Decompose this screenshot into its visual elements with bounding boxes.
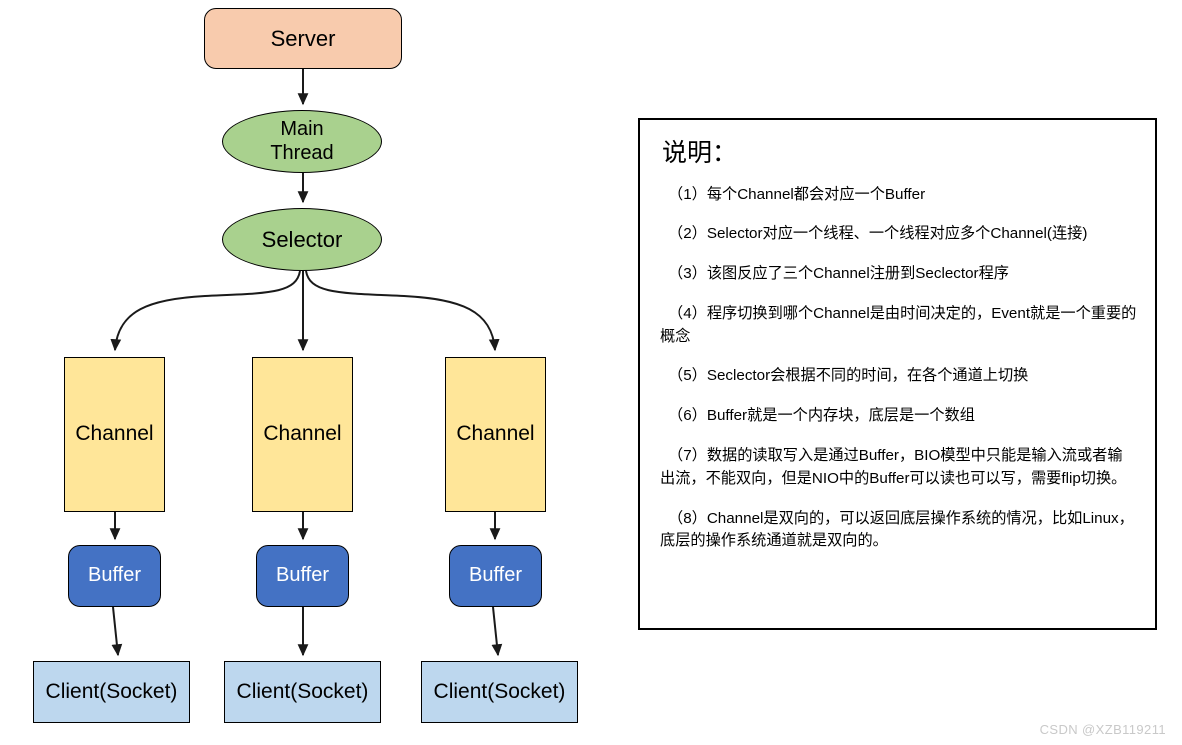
node-main-thread-label-line2: Thread bbox=[270, 141, 334, 164]
node-buffer-2-label: Buffer bbox=[276, 564, 329, 587]
notes-title: 说明： bbox=[662, 139, 738, 167]
csdn-watermark: CSDN @XZB119211 bbox=[1039, 722, 1166, 737]
node-channel-3-label: Channel bbox=[456, 422, 535, 446]
node-server-label: Server bbox=[270, 25, 336, 51]
node-buffer-3-label: Buffer bbox=[469, 564, 522, 587]
node-buffer-3[interactable]: Buffer bbox=[449, 545, 542, 607]
diagram-edges bbox=[109, 69, 503, 657]
node-selector[interactable]: Selector bbox=[222, 208, 382, 271]
node-channel-2-label: Channel bbox=[263, 422, 342, 446]
edge-selector-to-channel-1 bbox=[110, 270, 301, 352]
node-main-thread[interactable]: Main Thread bbox=[222, 110, 382, 173]
node-channel-3[interactable]: Channel bbox=[445, 357, 546, 512]
node-channel-2[interactable]: Channel bbox=[252, 357, 353, 512]
node-buffer-2[interactable]: Buffer bbox=[256, 545, 349, 607]
note-item-4: （4）程序切换到哪个Channel是由时间决定的，Event就是一个重要的概念 bbox=[660, 304, 1137, 345]
node-buffer-1-label: Buffer bbox=[88, 564, 141, 587]
nio-architecture-diagram: Server Main Thread Selector Channel Chan… bbox=[33, 8, 578, 723]
node-server[interactable]: Server bbox=[204, 8, 402, 69]
node-client-1-label: Client(Socket) bbox=[45, 679, 178, 703]
notes-panel: 说明： （1）每个Channel都会对应一个Buffer （2）Selector… bbox=[638, 118, 1157, 630]
node-client-2-label: Client(Socket) bbox=[236, 679, 369, 703]
node-client-2[interactable]: Client(Socket) bbox=[224, 661, 381, 723]
node-client-3-label: Client(Socket) bbox=[433, 679, 566, 703]
node-buffer-1[interactable]: Buffer bbox=[68, 545, 161, 607]
note-item-3: （3）该图反应了三个Channel注册到Seclector程序 bbox=[668, 265, 1009, 283]
node-channel-1[interactable]: Channel bbox=[64, 357, 165, 512]
note-item-7: （7）数据的读取写入是通过Buffer，BIO模型中只能是输入流或者输出流，不能… bbox=[660, 447, 1127, 487]
edge-buffer-1-to-client-1 bbox=[111, 606, 123, 657]
edge-selector-to-channel-3 bbox=[305, 270, 500, 352]
note-item-5: （5）Seclector会根据不同的时间，在各个通道上切换 bbox=[668, 367, 1029, 385]
note-item-1: （1）每个Channel都会对应一个Buffer bbox=[668, 185, 926, 203]
note-item-2: （2）Selector对应一个线程、一个线程对应多个Channel(连接) bbox=[668, 225, 1088, 243]
note-item-6: （6）Buffer就是一个内存块，底层是一个数组 bbox=[668, 407, 975, 425]
note-item-8: （8）Channel是双向的，可以返回底层操作系统的情况，比如Linux，底层的… bbox=[660, 509, 1134, 550]
node-main-thread-label: Main Thread bbox=[270, 118, 333, 165]
node-channel-1-label: Channel bbox=[75, 422, 154, 446]
node-main-thread-label-line1: Main bbox=[280, 117, 324, 140]
node-client-1[interactable]: Client(Socket) bbox=[33, 661, 190, 723]
edge-buffer-3-to-client-3 bbox=[491, 606, 503, 657]
node-client-3[interactable]: Client(Socket) bbox=[421, 661, 578, 723]
node-selector-label: Selector bbox=[261, 226, 343, 252]
